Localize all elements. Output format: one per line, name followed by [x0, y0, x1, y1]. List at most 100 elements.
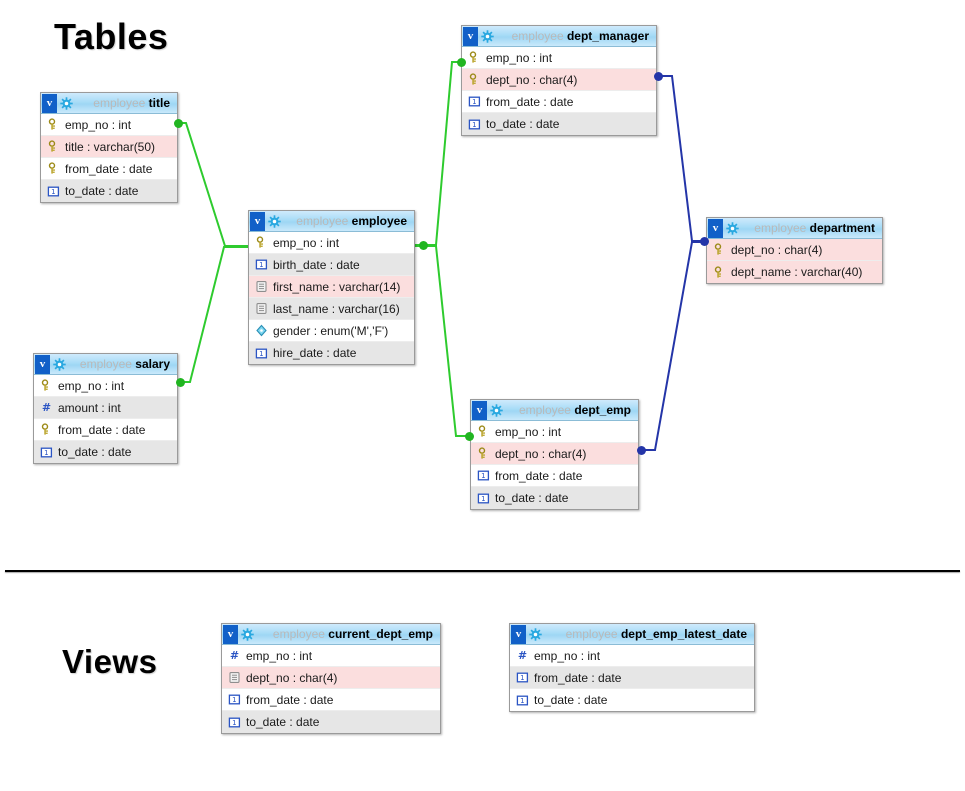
entity-name-label: dept_emp_latest_date	[620, 626, 747, 641]
entity-schema-label: employee	[754, 220, 810, 235]
column-label: amount : int	[58, 400, 121, 415]
view-badge-icon: v	[472, 400, 487, 420]
entity-title: employee title	[78, 93, 170, 113]
connector-dept-manager-department	[657, 75, 707, 242]
connector-dept-emp-department	[639, 241, 707, 451]
connector-title-employee	[178, 122, 248, 247]
entity-column-row[interactable]: 1 to_date : date	[41, 180, 177, 202]
entity-schema-label: employee	[565, 626, 621, 641]
entity-column-row[interactable]: emp_no : int	[41, 114, 177, 136]
entity-column-row[interactable]: first_name : varchar(14)	[249, 276, 414, 298]
gear-icon	[241, 627, 254, 641]
entity-name-label: title	[148, 95, 170, 110]
entity-dept-emp-latest-date: v employee dept_emp_latest_date #emp_no : …	[509, 623, 755, 712]
entity-schema-label: employee	[518, 402, 575, 417]
entity-column-row[interactable]: dept_no : char(4)	[707, 239, 882, 261]
entity-column-row[interactable]: #emp_no : int	[222, 645, 440, 667]
entity-schema-label: employee	[79, 356, 136, 371]
connector-endpoint	[419, 241, 428, 250]
entity-column-row[interactable]: 1 hire_date : date	[249, 342, 414, 364]
column-label: from_date : date	[486, 94, 574, 109]
text-icon	[229, 672, 240, 683]
entity-column-row[interactable]: 1 to_date : date	[462, 113, 656, 135]
svg-text:1: 1	[51, 188, 55, 196]
svg-text:1: 1	[481, 495, 485, 503]
column-label: to_date : date	[495, 491, 569, 505]
entity-title: employee dept_emp	[508, 400, 631, 420]
enum-icon	[256, 324, 267, 337]
column-label: to_date : date	[534, 693, 608, 707]
entity-column-row[interactable]: dept_no : char(4)	[462, 69, 656, 91]
column-label: dept_no : char(4)	[246, 670, 338, 685]
gear-icon	[53, 357, 66, 371]
entity-department: v employee department dept_no : char(4) dep…	[706, 217, 883, 284]
column-label: emp_no : int	[273, 235, 340, 250]
key-icon	[714, 243, 722, 255]
connector-employee-dept-emp	[415, 245, 470, 437]
number-icon: #	[42, 401, 51, 414]
key-icon	[478, 447, 486, 459]
view-badge-icon: v	[35, 354, 50, 374]
entity-column-row[interactable]: dept_name : varchar(40)	[707, 261, 882, 283]
entity-column-row[interactable]: emp_no : int	[249, 232, 414, 254]
view-badge-icon: v	[511, 624, 526, 644]
entity-column-row[interactable]: dept_no : char(4)	[471, 443, 638, 465]
entity-dept-emp: v employee dept_emp emp_no : int dept_no : …	[470, 399, 639, 510]
connector-endpoint	[637, 446, 646, 455]
key-icon	[256, 236, 264, 248]
entity-column-row[interactable]: emp_no : int	[34, 375, 177, 397]
column-label: from_date : date	[495, 468, 583, 483]
date-icon: 1	[468, 119, 481, 129]
gear-icon	[529, 627, 542, 641]
entity-column-row[interactable]: last_name : varchar(16)	[249, 298, 414, 320]
entity-column-row[interactable]: 1 to_date : date	[471, 487, 638, 509]
entity-column-row[interactable]: from_date : date	[41, 158, 177, 180]
column-label: to_date : date	[65, 184, 139, 198]
entity-column-row[interactable]: emp_no : int	[471, 421, 638, 443]
key-icon	[469, 51, 477, 63]
entity-column-row[interactable]: # amount : int	[34, 397, 177, 419]
entity-column-row[interactable]: gender : enum('M','F')	[249, 320, 414, 342]
entity-name-label: department	[809, 220, 875, 235]
entity-column-row[interactable]: #emp_no : int	[510, 645, 754, 667]
column-label: dept_name : varchar(40)	[731, 265, 863, 279]
column-label: emp_no : int	[495, 424, 562, 439]
key-icon	[469, 73, 477, 85]
column-label: to_date : date	[246, 715, 320, 729]
connector-salary-employee	[180, 246, 248, 383]
text-icon	[256, 303, 267, 314]
view-badge-icon: v	[708, 218, 723, 238]
entity-column-row[interactable]: from_date : date	[34, 419, 177, 441]
section-divider	[5, 570, 960, 572]
column-label: hire_date : date	[273, 346, 357, 360]
svg-text:1: 1	[44, 449, 48, 457]
svg-text:1: 1	[259, 350, 263, 358]
gear-icon	[60, 96, 73, 110]
entity-header[interactable]: v employee dept_emp	[471, 400, 638, 421]
entity-header[interactable]: v employee dept_emp_latest_date	[510, 624, 754, 645]
entity-title: employee employee	[286, 211, 407, 231]
column-label: title : varchar(50)	[65, 139, 156, 154]
connector-employee-dept-manager	[415, 61, 462, 246]
entity-column-row[interactable]: title : varchar(50)	[41, 136, 177, 158]
column-label: to_date : date	[486, 117, 560, 131]
gear-icon	[268, 214, 281, 228]
column-label: emp_no : int	[486, 50, 553, 65]
key-icon	[48, 118, 56, 130]
entity-column-row[interactable]: emp_no : int	[462, 47, 656, 69]
entity-column-row[interactable]: dept_no : char(4)	[222, 667, 440, 689]
entity-header[interactable]: v employee department	[707, 218, 882, 239]
